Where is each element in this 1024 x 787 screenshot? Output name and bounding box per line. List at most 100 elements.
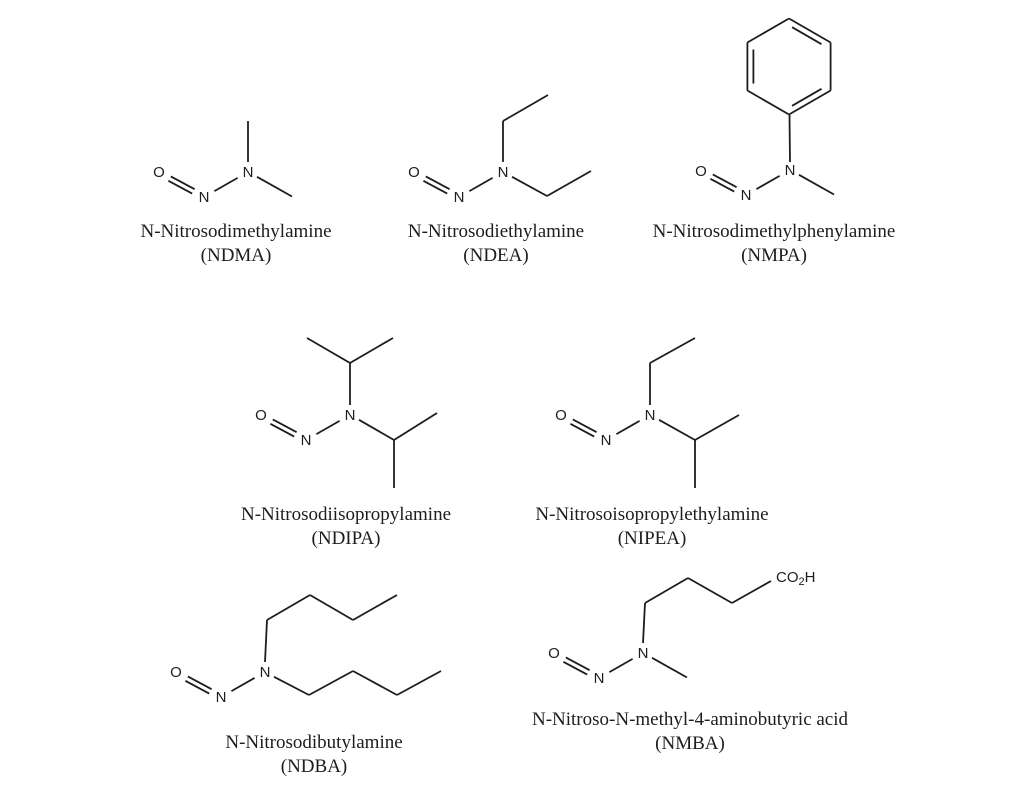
compound-abbreviation: (NDEA) <box>463 245 529 266</box>
bond-butyl-top-2 <box>266 594 311 621</box>
compound-name: N-Nitrosodibutylamine <box>225 732 403 753</box>
atom-amine-n: N <box>260 664 271 681</box>
atom-amine-n: N <box>345 407 356 424</box>
bond-methyl-right <box>256 176 293 198</box>
bond-o-n-double-1 <box>569 423 595 438</box>
compound-abbreviation: (NMBA) <box>655 733 725 754</box>
bond-n-n <box>213 177 239 192</box>
ring-edge-1 <box>788 17 832 44</box>
atom-nitroso-n: N <box>594 670 605 687</box>
atom-oxygen: O <box>153 164 165 181</box>
atom-oxygen: O <box>255 407 267 424</box>
compound-abbreviation: (NIPEA) <box>617 528 687 549</box>
bond-o-n-double-2 <box>425 175 451 190</box>
bond-o-n-double-2 <box>572 418 598 433</box>
ring-inner-double-2 <box>791 88 822 107</box>
atom-nitroso-n: N <box>216 689 227 706</box>
carboxyl-group-label: CO2H <box>776 569 815 588</box>
bond-ring-to-n <box>788 114 791 163</box>
bond-chain-3 <box>687 577 733 604</box>
bond-chain-1 <box>642 602 646 644</box>
atom-oxygen: O <box>408 164 420 181</box>
bond-methyl-right <box>651 657 688 679</box>
bond-isopropyl-up-left <box>306 337 351 364</box>
bond-ethyl-right-1 <box>511 176 548 197</box>
atom-nitroso-n: N <box>741 187 752 204</box>
bond-o-n-double-1 <box>167 180 193 195</box>
compound-abbreviation: (NDBA) <box>280 756 348 777</box>
atom-amine-n: N <box>498 164 509 181</box>
bond-n-n <box>230 677 256 692</box>
bond-isopropyl-right-up <box>393 412 438 441</box>
bond-ethyl-up-2 <box>649 337 696 364</box>
compound-label-nipea: N-Nitrosoisopropylethylamine (NIPEA) <box>472 503 832 551</box>
structure-ndea-drawing: O N N <box>408 94 592 206</box>
structure-ndma-drawing: O N N <box>153 121 293 206</box>
atom-oxygen: O <box>548 645 560 662</box>
structure-ndipa-drawing: O N N <box>255 337 438 488</box>
compound-label-ndma: N-Nitrosodimethylamine (NDMA) <box>56 220 416 268</box>
compound-abbreviation: (NDIPA) <box>311 528 381 549</box>
bond-o-n-double-2 <box>187 675 213 690</box>
bond-chain-2 <box>644 577 689 604</box>
compound-label-nmba: N-Nitroso-N-methyl-4-aminobutyric acid (… <box>510 708 870 756</box>
compound-abbreviation: (NMPA) <box>741 245 807 266</box>
compound-name: N-Nitrosodiethylamine <box>407 221 585 242</box>
atom-oxygen: O <box>555 407 567 424</box>
bond-n-n <box>608 658 634 673</box>
ring-edge-3 <box>788 89 832 116</box>
bond-isopropyl-right-stem <box>358 419 395 441</box>
bond-o-n-double-2 <box>272 418 298 433</box>
bond-o-n-double-1 <box>269 423 295 438</box>
bond-o-n-double-1 <box>562 661 588 676</box>
bond-n-n <box>615 420 641 435</box>
atom-amine-n: N <box>638 645 649 662</box>
bond-butyl-bottom-4 <box>396 670 442 696</box>
bond-o-n-double-2 <box>712 173 738 188</box>
compound-name: N-Nitrosodimethylphenylamine <box>652 221 896 242</box>
bond-n-n <box>315 420 341 435</box>
bond-isopropyl-stem <box>658 419 696 441</box>
atom-nitroso-n: N <box>601 432 612 449</box>
bond-o-n-double-2 <box>170 175 196 190</box>
compound-label-ndea: N-Nitrosodiethylamine (NDEA) <box>316 220 676 268</box>
atom-nitroso-n: N <box>301 432 312 449</box>
atom-oxygen: O <box>170 664 182 681</box>
compound-abbreviation: (NDMA) <box>200 245 272 266</box>
bond-butyl-bottom-3 <box>352 670 398 696</box>
bond-butyl-top-4 <box>352 594 398 621</box>
atom-oxygen: O <box>695 163 707 180</box>
bond-n-n <box>755 175 781 190</box>
ring-edge-4 <box>746 89 790 116</box>
bond-isopropyl-up-right <box>694 414 740 441</box>
bond-butyl-top-3 <box>309 594 354 621</box>
ring-inner-double-1 <box>791 26 822 45</box>
compound-name: N-Nitrosoisopropylethylamine <box>535 504 769 525</box>
bond-butyl-top-1 <box>264 619 268 663</box>
bond-o-n-double-1 <box>422 180 448 195</box>
bond-butyl-bottom-1 <box>273 676 310 696</box>
compound-name: N-Nitrosodimethylamine <box>140 221 332 242</box>
bond-o-n-double-1 <box>709 178 735 193</box>
structure-nipea-drawing: O N N <box>555 337 740 488</box>
compound-name: N-Nitroso-N-methyl-4-aminobutyric acid <box>531 709 849 730</box>
atom-amine-n: N <box>243 164 254 181</box>
compound-label-ndba: N-Nitrosodibutylamine (NDBA) <box>134 731 494 779</box>
ring-edge-6 <box>746 17 790 44</box>
compound-label-ndipa: N-Nitrosodiisopropylamine (NDIPA) <box>166 503 526 551</box>
bond-methyl-right <box>798 174 835 196</box>
structure-ndba-drawing: O N N <box>170 594 442 706</box>
bond-ethyl-right-2 <box>546 170 592 197</box>
compound-name: N-Nitrosodiisopropylamine <box>240 504 452 525</box>
atom-amine-n: N <box>645 407 656 424</box>
bond-n-n <box>468 177 494 192</box>
bond-butyl-bottom-2 <box>308 670 354 696</box>
compound-label-nmpa: N-Nitrosodimethylphenylamine (NMPA) <box>594 220 954 268</box>
bond-ethyl-up-2 <box>502 94 549 122</box>
bond-o-n-double-2 <box>565 656 591 671</box>
bond-isopropyl-up-right <box>349 337 394 364</box>
structure-nmpa-drawing: O N N <box>695 17 835 204</box>
atom-nitroso-n: N <box>199 189 210 206</box>
